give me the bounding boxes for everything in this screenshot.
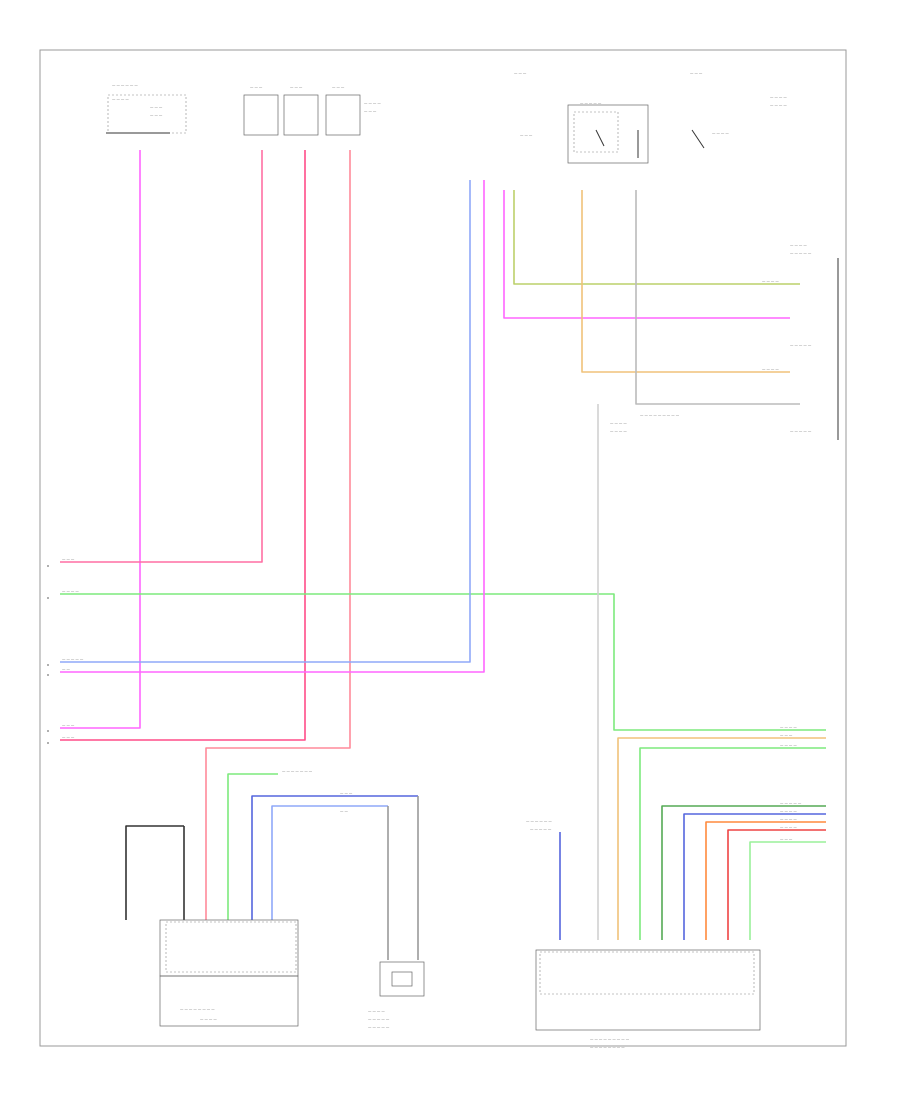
- svg-text:— — — — —: — — — — —: [368, 1017, 390, 1021]
- svg-text:— — — —: — — — —: [112, 97, 129, 101]
- svg-text:— — — — —: — — — — —: [790, 343, 812, 347]
- svg-text:— — — — —: — — — — —: [368, 1025, 390, 1029]
- svg-text:— — —: — — —: [780, 837, 793, 841]
- module-bottom-center: — — — — — — — — — — — — — —: [368, 961, 425, 1029]
- svg-text:— —: — —: [62, 667, 70, 671]
- svg-text:— — —: — — —: [520, 133, 533, 137]
- svg-text:— — — —: — — — —: [364, 101, 381, 105]
- svg-text:— — — — —: — — — — —: [62, 657, 84, 661]
- wire-magenta-center: [60, 180, 485, 673]
- svg-text:— — —: — — —: [514, 71, 527, 75]
- wire-tan-bottom: [617, 737, 826, 940]
- module-bottom-right: — — — — — — — — — — — — — — — — — — — — …: [526, 819, 761, 1049]
- wire-orange-2: [705, 821, 826, 940]
- svg-text:— — — —: — — — —: [712, 131, 729, 135]
- wire-magenta-left: [60, 150, 141, 729]
- svg-text:— — — —: — — — —: [610, 421, 627, 425]
- wire-pink-3: [205, 150, 351, 920]
- svg-text:— — — —: — — — —: [610, 429, 627, 433]
- svg-text:— — —: — — —: [62, 723, 75, 727]
- wire-pink-1: [60, 150, 263, 563]
- wire-blue-bl-2: [271, 805, 388, 920]
- svg-text:— — —: — — —: [150, 113, 163, 117]
- wire-pink-2: [60, 150, 306, 741]
- svg-text:— — — — —: — — — — —: [790, 251, 812, 255]
- svg-text:— — — — — —: — — — — — —: [526, 819, 552, 823]
- wire-blue-bl: [251, 795, 418, 920]
- svg-text:— — — — —: — — — — —: [580, 101, 602, 105]
- svg-text:— — —: — — —: [150, 105, 163, 109]
- wire-tan-right: [581, 190, 790, 373]
- svg-text:— — — —: — — — —: [780, 809, 797, 813]
- svg-text:— — — — — — — —: — — — — — — — —: [590, 1045, 625, 1049]
- wire-lightgreen-2: [749, 841, 826, 940]
- svg-text:— — —: — — —: [364, 109, 377, 113]
- wire-magenta-right: [503, 190, 790, 319]
- wire-green-bottom: [639, 747, 826, 940]
- svg-text:— — — —: — — — —: [780, 825, 797, 829]
- svg-text:— — — —: — — — —: [780, 743, 797, 747]
- svg-text:— — —: — — —: [340, 791, 353, 795]
- svg-text:— —: — —: [340, 809, 348, 813]
- svg-text:— — — — —: — — — — —: [780, 801, 802, 805]
- relay-block-right: — — — — — — — — — — — — — — — — — — — — …: [514, 71, 787, 164]
- wire-green-2: [661, 805, 826, 940]
- svg-text:— — — —: — — — —: [200, 1017, 217, 1021]
- svg-text:— — — —: — — — —: [368, 1009, 385, 1013]
- svg-text:— — — — — — —: — — — — — — —: [282, 769, 313, 773]
- fuse-block-center: — — — — — — — — — — — — — — — —: [243, 85, 381, 136]
- wire-black-bl: [125, 825, 184, 920]
- svg-text:— — — — — — — — —: — — — — — — — — —: [640, 413, 680, 417]
- wire-blue-2: [683, 813, 826, 940]
- wire-red-2: [727, 829, 826, 940]
- svg-text:— — — —: — — — —: [770, 103, 787, 107]
- right-connector-labels: — — — — — — — — — — — — — — — — — — — — …: [610, 243, 839, 440]
- wire-blue-center: [60, 180, 471, 663]
- svg-text:— — —: — — —: [250, 85, 263, 89]
- fuse-block-left: — — — — — — — — — — — — — — — —: [106, 83, 187, 134]
- svg-text:— — — —: — — — —: [762, 279, 779, 283]
- svg-text:— — —: — — —: [290, 85, 303, 89]
- svg-text:— — — —: — — — —: [770, 95, 787, 99]
- wire-gray-right: [635, 190, 800, 405]
- svg-text:— — —: — — —: [332, 85, 345, 89]
- wire-olive-right: [513, 190, 800, 285]
- left-edge-markers: [47, 565, 49, 744]
- svg-text:— — — — —: — — — — —: [530, 827, 552, 831]
- svg-text:— — — —: — — — —: [780, 725, 797, 729]
- svg-text:— — —: — — —: [62, 557, 75, 561]
- wire-tag-labels: — — — — — — — — — — — — — — — — — — — — …: [62, 279, 802, 841]
- wire-green-long: [60, 593, 826, 731]
- svg-text:— — — —: — — — —: [762, 367, 779, 371]
- svg-text:— — —: — — —: [690, 71, 703, 75]
- svg-text:— — — —: — — — —: [790, 243, 807, 247]
- wire-green-bl: [227, 773, 278, 920]
- module-bottom-left: — — — — — — — — — — — —: [159, 919, 299, 1027]
- svg-text:— — —: — — —: [780, 733, 793, 737]
- svg-text:— — — —: — — — —: [780, 817, 797, 821]
- svg-text:— — — — — — — — —: — — — — — — — — —: [590, 1037, 630, 1041]
- svg-text:— — — — — — — —: — — — — — — — —: [180, 1007, 215, 1011]
- svg-text:— — — —: — — — —: [62, 589, 79, 593]
- svg-text:— — — — —: — — — — —: [790, 429, 812, 433]
- svg-text:— — — — — —: — — — — — —: [112, 83, 138, 87]
- diagram-frame: [39, 49, 847, 1047]
- svg-text:— — —: — — —: [62, 735, 75, 739]
